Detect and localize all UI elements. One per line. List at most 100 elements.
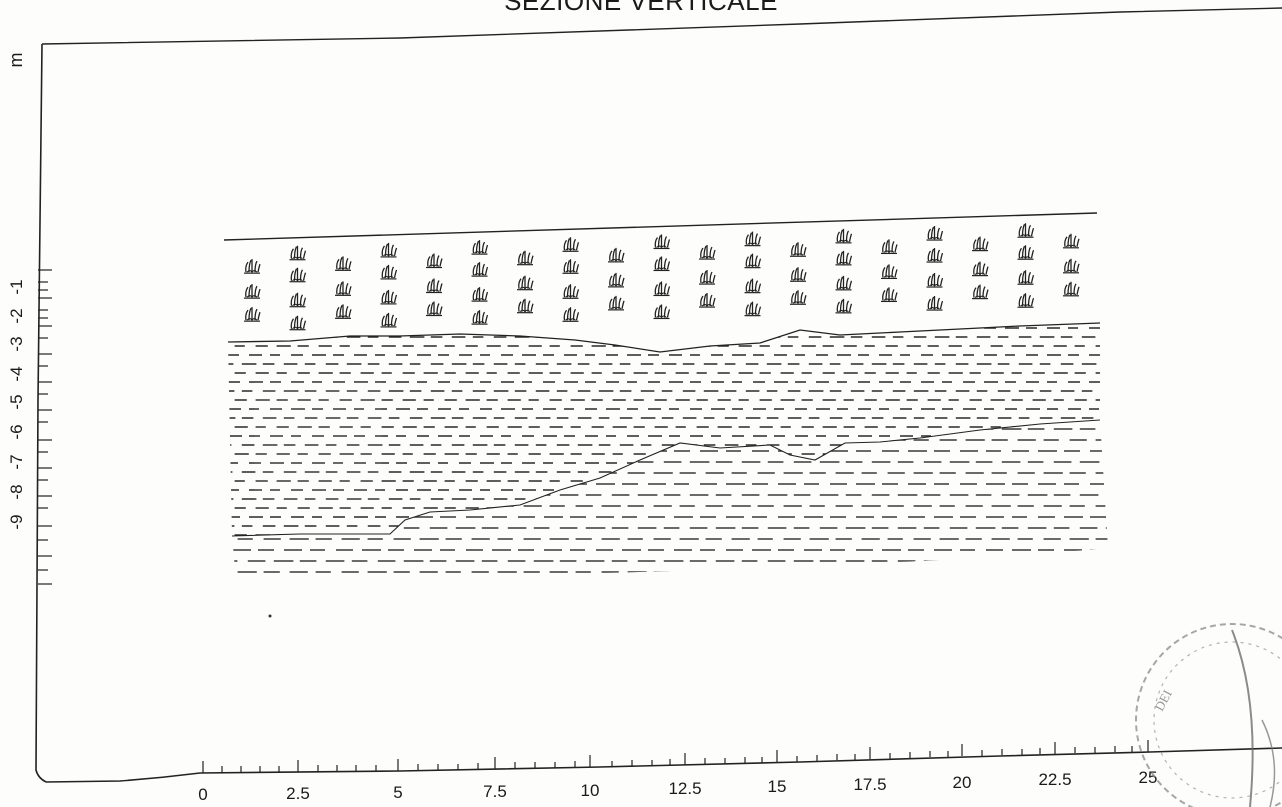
- left-axis-line: [35, 43, 47, 783]
- grass-tuft: [834, 228, 853, 244]
- grass-tuft: [1062, 281, 1080, 297]
- horizontal-tick-label: 17.5: [853, 775, 886, 794]
- grass-tuft: [470, 309, 489, 325]
- vertical-tick-label: -6: [7, 424, 26, 439]
- grass-tuft: [516, 298, 534, 314]
- horizontal-tick-label: 20: [953, 773, 972, 792]
- grass-tuft: [1062, 258, 1080, 274]
- grass-tuft: [561, 306, 580, 322]
- grass-tuft: [834, 298, 853, 314]
- grass-tuft: [607, 272, 625, 288]
- horizontal-tick-label: 0: [198, 785, 207, 804]
- grass-tuft: [288, 245, 307, 261]
- grass-tuft: [652, 255, 671, 272]
- vertical-tick-label: -1: [7, 279, 26, 294]
- vertical-tick-label: -8: [7, 484, 26, 499]
- grass-tuft: [652, 280, 671, 297]
- grass-tuft: [1016, 292, 1035, 308]
- grass-tuft: [880, 286, 898, 303]
- grass-tuft: [425, 300, 443, 317]
- grass-tuft: [334, 280, 352, 296]
- grass-tuft: [971, 235, 989, 252]
- grass-tuft: [925, 247, 944, 263]
- horizontal-tick-label: 25: [1139, 768, 1158, 787]
- grass-tuft: [470, 261, 489, 277]
- grass-tuft: [1016, 244, 1035, 260]
- grass-tuft: [652, 303, 671, 320]
- vertical-tick-label: -2: [7, 308, 26, 323]
- grass-tuft: [379, 312, 398, 328]
- grass-tuft: [743, 301, 762, 317]
- grass-tuft: [1016, 269, 1035, 285]
- strata-boundary-line: [231, 419, 1101, 537]
- grass-tuft: [561, 283, 580, 299]
- grass-tuft: [834, 275, 853, 291]
- grass-tuft: [789, 289, 807, 305]
- grass-tuft: [425, 277, 443, 294]
- grass-tuft: [1062, 233, 1080, 249]
- vegetated-topsoil-layer: [243, 222, 1080, 331]
- vertical-axis-unit: m: [6, 53, 26, 68]
- grass-tuft: [971, 283, 989, 300]
- bottom-axis-line: [45, 747, 1282, 783]
- official-stamp: DEI: [1135, 623, 1282, 807]
- grass-tuft: [288, 315, 307, 331]
- vertical-axis-ticks: [38, 269, 52, 585]
- vertical-tick-label: -5: [7, 394, 26, 409]
- grass-tuft: [789, 241, 807, 257]
- grass-tuft: [834, 250, 853, 266]
- grass-tuft: [243, 258, 261, 274]
- horizontal-tick-label: 12.5: [668, 779, 701, 798]
- grass-tuft: [789, 266, 807, 282]
- horizontal-tick-label: 5: [393, 783, 402, 802]
- vertical-tick-label: -9: [7, 514, 26, 529]
- grass-tuft: [698, 269, 716, 285]
- grass-tuft: [561, 258, 580, 274]
- horizontal-tick-label: 10: [581, 781, 600, 800]
- stray-dot: [268, 614, 272, 618]
- grass-tuft: [743, 231, 762, 247]
- grass-tuft: [880, 263, 898, 280]
- horizontal-tick-label: 2.5: [286, 784, 310, 803]
- grass-tuft: [516, 250, 534, 266]
- grass-tuft: [379, 289, 398, 305]
- grass-tuft: [743, 253, 762, 269]
- lower-dashed-stratum: [232, 428, 1108, 573]
- top-border-line: [41, 7, 1282, 45]
- ground-surface-line: [223, 212, 1098, 241]
- grass-tuft: [925, 272, 944, 288]
- vertical-tick-label: -4: [7, 366, 26, 381]
- grass-tuft: [334, 255, 352, 271]
- grass-tuft: [379, 264, 398, 280]
- stamp-text: DEI: [1151, 687, 1174, 713]
- grass-tuft: [607, 295, 625, 311]
- grass-tuft: [698, 292, 716, 308]
- grass-tuft: [971, 260, 989, 277]
- grass-tuft: [243, 283, 261, 299]
- horizontal-tick-label: 7.5: [483, 782, 507, 801]
- grass-tuft: [288, 292, 307, 308]
- grass-tuft: [561, 236, 580, 252]
- vertical-tick-label: -3: [7, 336, 26, 351]
- grass-tuft: [743, 278, 762, 294]
- grass-tuft: [607, 247, 625, 263]
- grass-tuft: [925, 225, 944, 241]
- grass-tuft: [698, 244, 716, 260]
- grass-tuft: [379, 242, 398, 258]
- grass-tuft: [516, 275, 534, 291]
- grass-tuft: [1016, 222, 1035, 238]
- grass-tuft: [470, 286, 489, 302]
- horizontal-axis-ticks: [202, 740, 1149, 773]
- grass-tuft: [334, 303, 352, 319]
- grass-tuft: [652, 233, 671, 250]
- grass-tuft: [925, 295, 944, 311]
- grass-tuft: [880, 238, 898, 255]
- horizontal-tick-label: 22.5: [1038, 770, 1071, 789]
- vertical-tick-label: -7: [7, 454, 26, 469]
- horizontal-tick-label: 15: [768, 777, 787, 796]
- topsoil-boundary-line: [227, 322, 1101, 353]
- grass-tuft: [243, 306, 261, 322]
- grass-tuft: [288, 267, 307, 283]
- grass-tuft: [470, 239, 489, 255]
